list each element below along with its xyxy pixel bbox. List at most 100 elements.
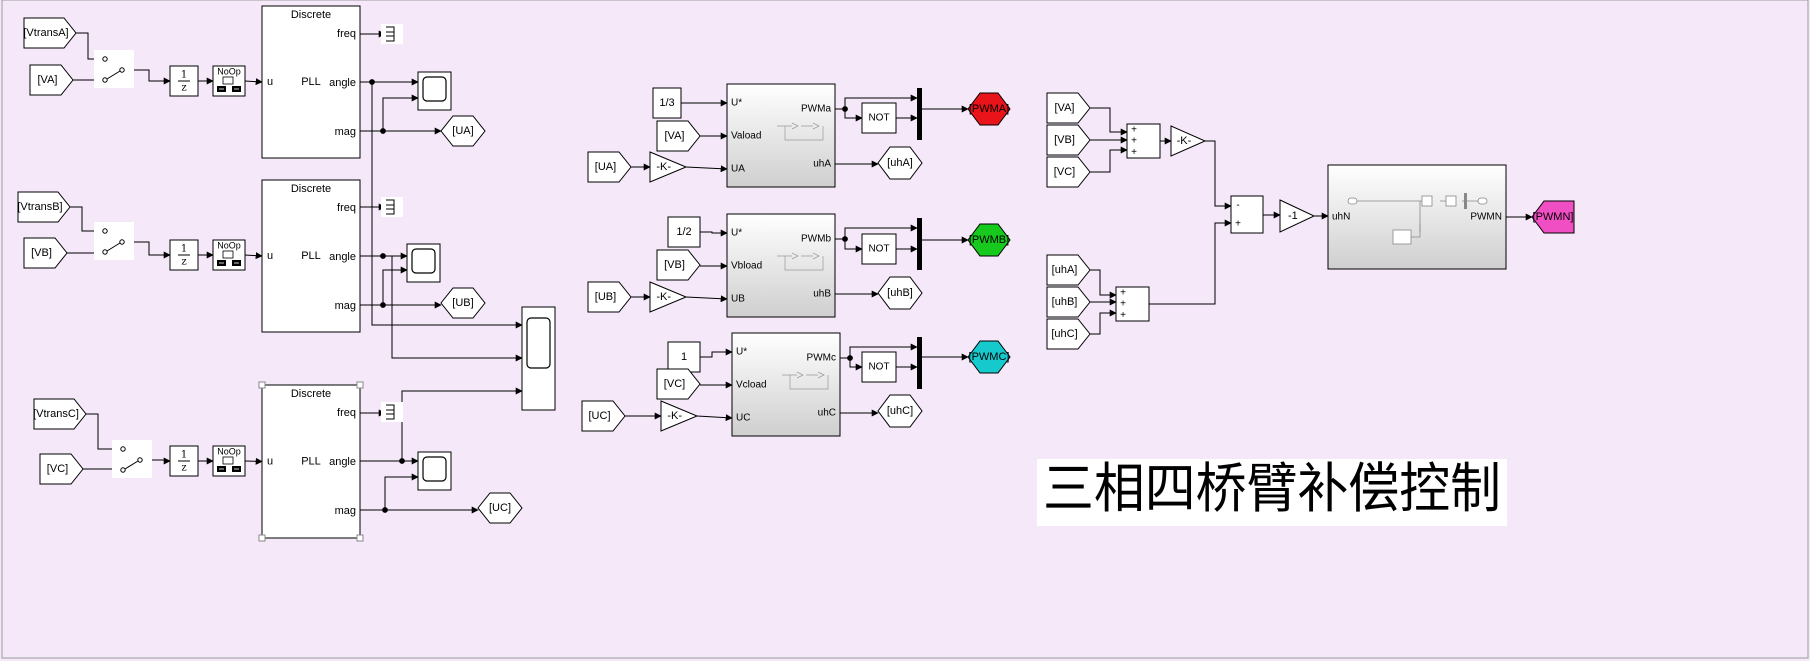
gain-block[interactable]: -K- <box>1170 125 1207 157</box>
terminator-block[interactable] <box>381 24 403 44</box>
from-tag-block[interactable]: [UC] <box>581 400 626 432</box>
from-tag-block[interactable]: [VA] <box>29 64 74 96</box>
goto-tag-block[interactable]: [uhA] <box>877 146 923 180</box>
mux-block[interactable] <box>917 88 922 140</box>
unit-delay-block[interactable]: 1z <box>169 65 199 97</box>
goto-tag-block[interactable]: [PWMB] <box>967 223 1011 257</box>
from-tag-block[interactable]: [uhC] <box>1046 318 1091 350</box>
unit-delay-block[interactable]: 1z <box>169 445 199 477</box>
noop-block[interactable]: NoOp <box>212 65 246 97</box>
port-label: U* <box>736 347 747 358</box>
signal-line <box>1090 146 1128 173</box>
noop-block[interactable]: NoOp <box>212 445 246 477</box>
mux-block[interactable] <box>917 218 922 270</box>
selection-handle[interactable] <box>356 534 364 542</box>
goto-tag-block[interactable]: [PWMA] <box>967 92 1011 126</box>
mux-block[interactable] <box>917 337 922 389</box>
gain-label: -K- <box>656 161 671 173</box>
signal-line <box>244 457 263 465</box>
selection-handle[interactable] <box>258 381 266 389</box>
selection-handle[interactable] <box>258 534 266 542</box>
from-tag-block[interactable]: [VA] <box>1046 92 1091 124</box>
from-tag-block[interactable]: [uhA] <box>1046 254 1091 286</box>
scope-block[interactable] <box>406 243 441 283</box>
signal-line <box>70 206 103 235</box>
from-tag-label: [uhC] <box>1051 328 1077 340</box>
gain-block[interactable]: -1 <box>1279 199 1316 233</box>
manual-switch-block[interactable] <box>94 222 134 260</box>
port-label: uhB <box>813 289 831 300</box>
goto-tag-block[interactable]: [UC] <box>477 492 523 524</box>
goto-tag-block[interactable]: [UB] <box>440 287 486 319</box>
sum-block[interactable]: -+ <box>1230 195 1264 234</box>
from-tag-block[interactable]: [VtransA] <box>23 17 77 49</box>
not-block[interactable]: NOT <box>861 102 897 134</box>
goto-tag-block[interactable]: [UA] <box>440 115 486 147</box>
delay-numerator: 1 <box>181 70 187 81</box>
terminator-block[interactable] <box>381 402 403 422</box>
gain-label: -K- <box>667 410 682 422</box>
pll-out-port-angle: angle <box>329 251 356 263</box>
port-label: PWMN <box>1470 212 1502 223</box>
not-block[interactable]: NOT <box>861 351 897 383</box>
from-tag-block[interactable]: [uhB] <box>1046 286 1091 318</box>
from-tag-block[interactable]: [VB] <box>656 249 701 281</box>
from-tag-block[interactable]: [VB] <box>1046 124 1091 156</box>
signal-line <box>401 387 523 461</box>
constant-block[interactable]: 1/2 <box>667 216 701 248</box>
goto-tag-label: [uhC] <box>887 405 913 417</box>
signal-line <box>700 229 728 237</box>
from-tag-label: [uhA] <box>1052 264 1078 276</box>
terminator-block[interactable] <box>381 197 403 217</box>
from-tag-block[interactable]: [VtransB] <box>17 191 71 223</box>
from-tag-block[interactable]: [VC] <box>1046 156 1091 188</box>
not-label: NOT <box>868 362 889 373</box>
from-tag-block[interactable]: [VA] <box>656 120 701 152</box>
constant-value: 1/2 <box>676 226 691 238</box>
goto-tag-block[interactable]: [uhC] <box>877 394 923 428</box>
goto-tag-block[interactable]: [PWMN] <box>1531 200 1575 234</box>
signal-line <box>384 473 419 510</box>
sum-block[interactable]: +++ <box>1126 123 1161 159</box>
unit-delay-block[interactable]: 1z <box>169 239 199 271</box>
pll-out-port-angle: angle <box>329 456 356 468</box>
scope-block[interactable] <box>417 451 452 491</box>
not-block[interactable]: NOT <box>861 233 897 265</box>
goto-tag-block[interactable]: [uhB] <box>877 276 923 310</box>
constant-block[interactable]: 1/3 <box>652 87 682 119</box>
signal-line <box>382 266 408 305</box>
goto-tag-label: [uhB] <box>887 287 913 299</box>
from-tag-block[interactable]: [VtransC] <box>33 398 87 430</box>
sum-sign: + <box>1131 147 1137 158</box>
noop-block[interactable]: NoOp <box>212 239 246 271</box>
pll-name: PLL <box>301 455 321 467</box>
gain-block[interactable]: -K- <box>660 400 699 432</box>
scope-block[interactable] <box>417 71 452 111</box>
constant-value: 1 <box>681 351 687 363</box>
noop-label: NoOp <box>217 446 241 456</box>
from-tag-block[interactable]: [VB] <box>23 237 68 269</box>
three-phase-scope-block[interactable] <box>521 306 556 411</box>
from-tag-block[interactable]: [VC] <box>39 453 84 485</box>
from-tag-block[interactable]: [VC] <box>656 368 701 400</box>
from-tag-block[interactable]: [UA] <box>587 151 632 183</box>
goto-tag-label: [PWMB] <box>969 234 1009 246</box>
from-tag-block[interactable]: [UB] <box>587 281 632 313</box>
pll-name: PLL <box>301 250 321 262</box>
sum-block[interactable]: +++ <box>1115 286 1150 322</box>
manual-switch-block[interactable] <box>112 440 152 478</box>
gain-block[interactable]: -K- <box>649 151 688 183</box>
manual-switch-block[interactable] <box>94 50 134 88</box>
goto-tag-block[interactable]: [PWMC] <box>967 340 1011 374</box>
constant-block[interactable]: 1 <box>667 341 701 373</box>
selection-handle[interactable] <box>356 381 364 389</box>
gain-block[interactable]: -K- <box>649 281 688 313</box>
